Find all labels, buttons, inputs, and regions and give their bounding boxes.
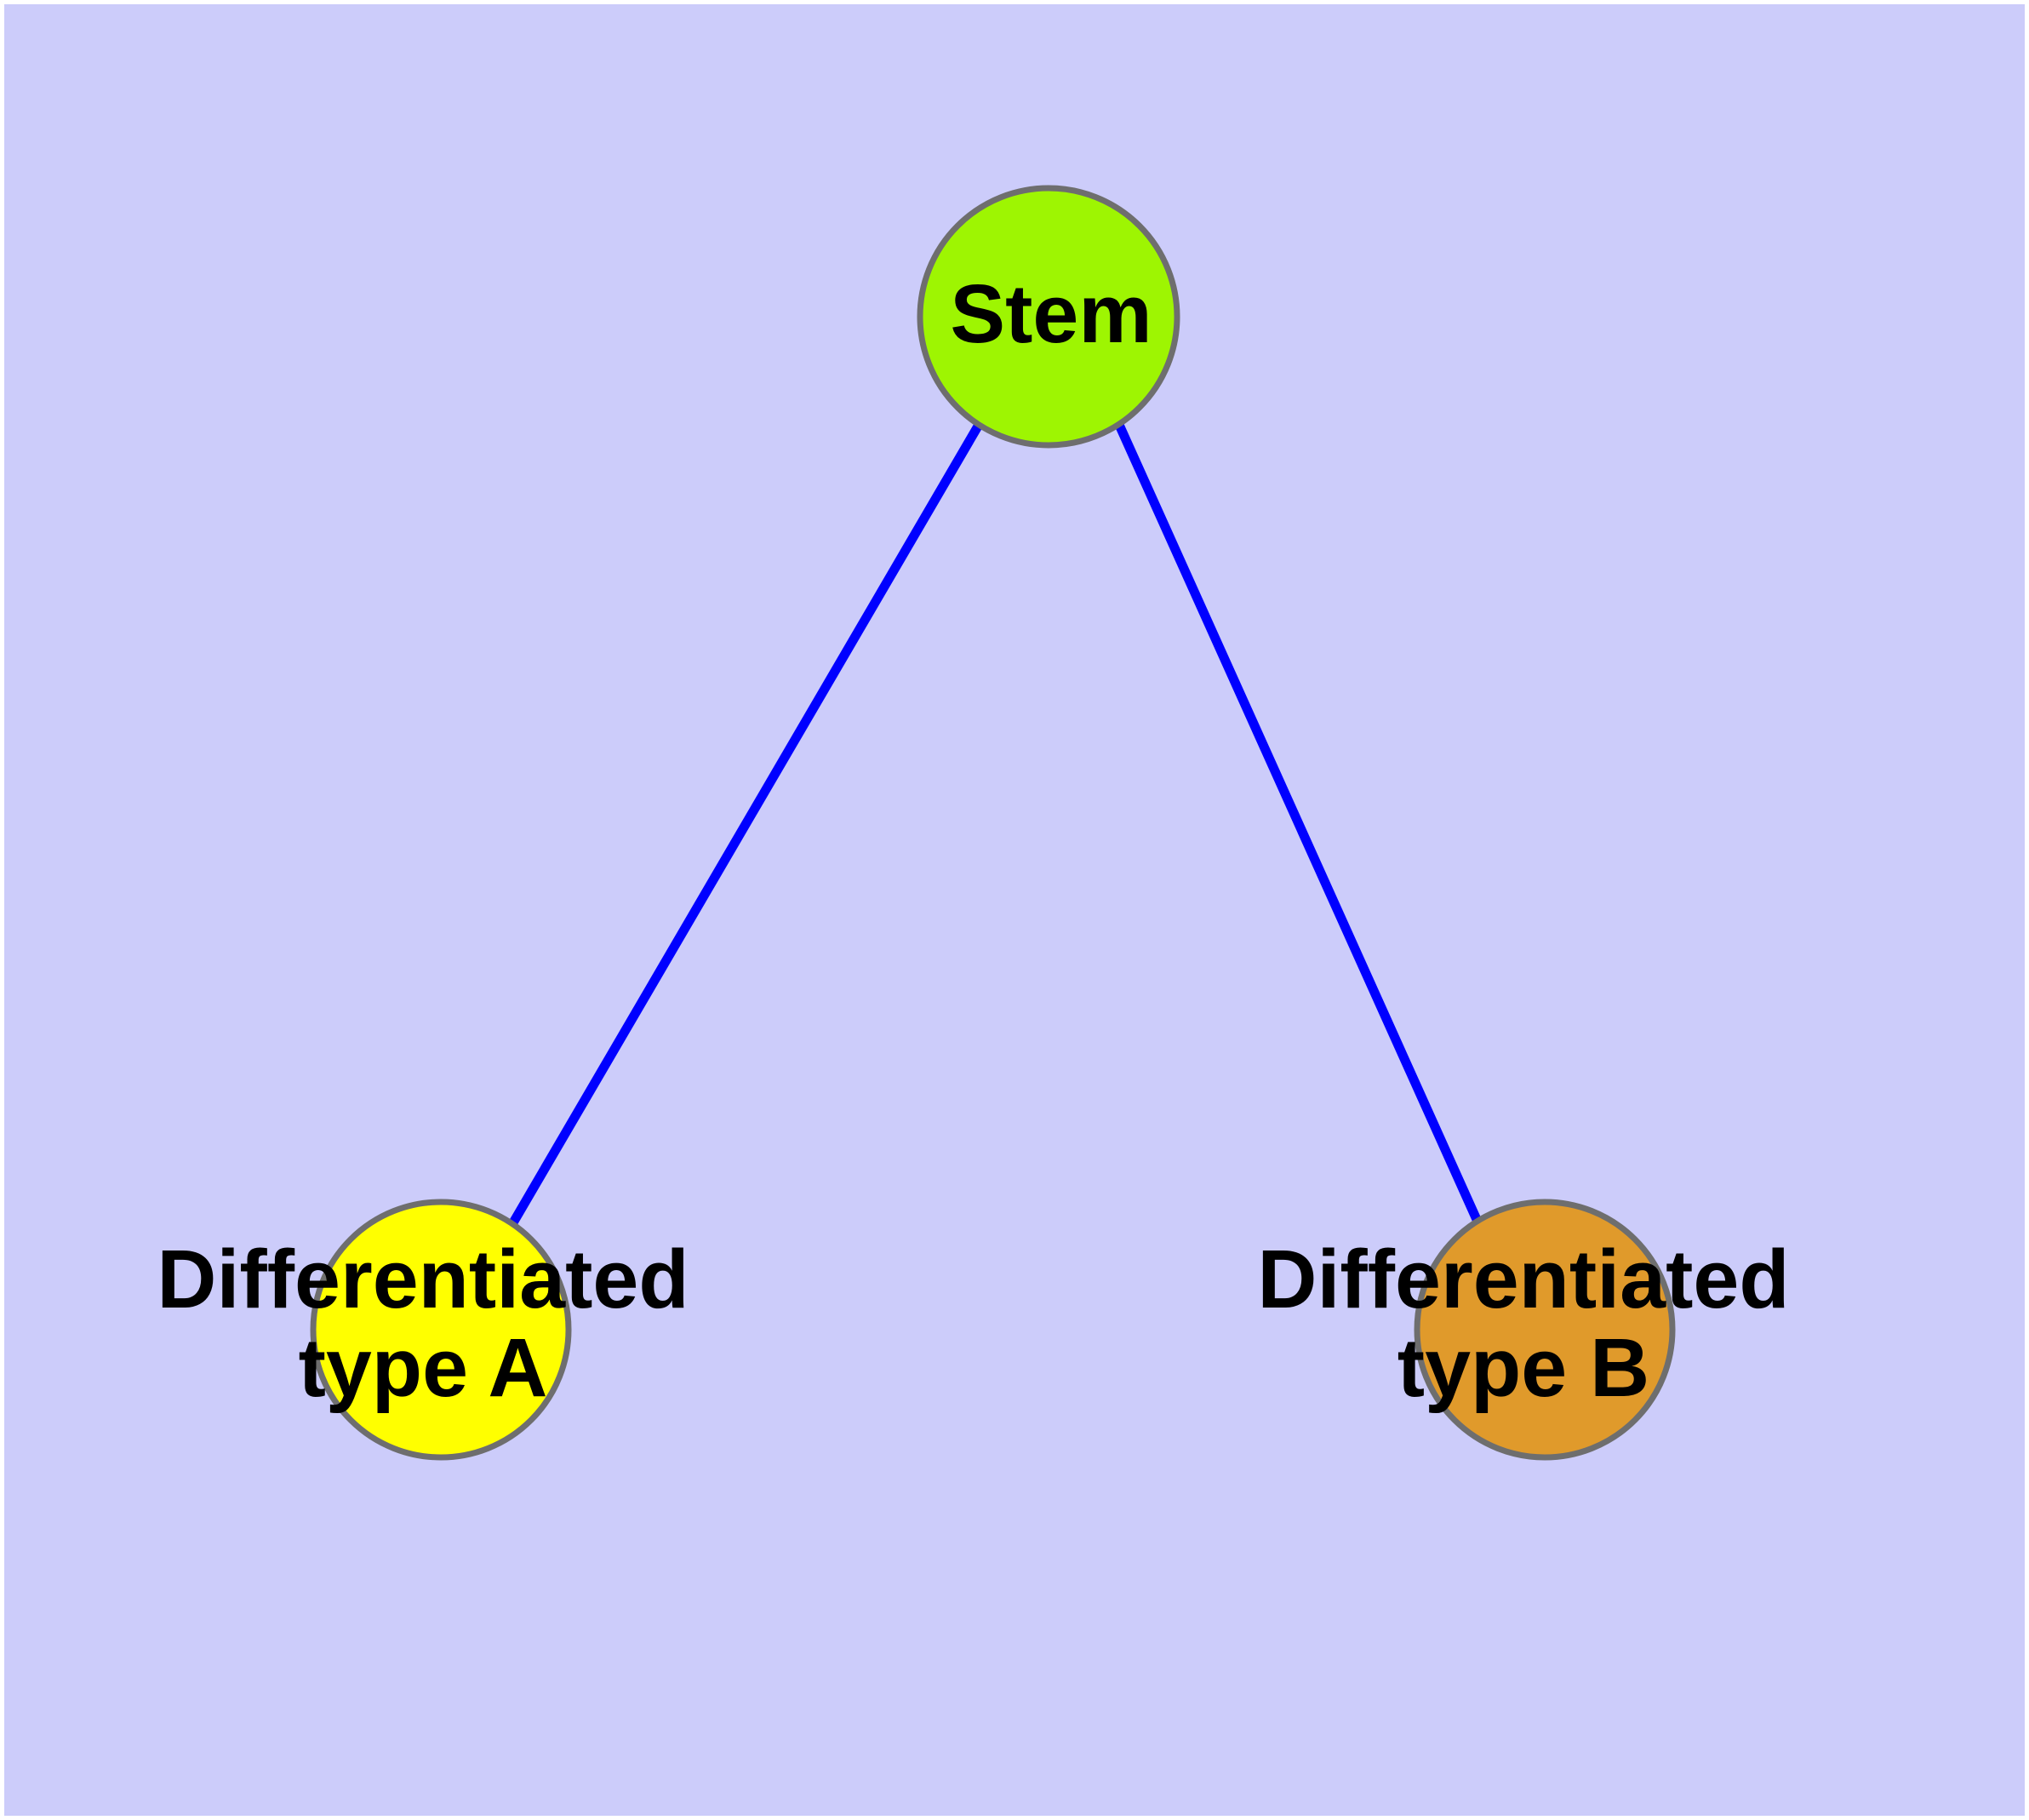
nodes-layer xyxy=(310,185,1676,1461)
node-label-line: type A xyxy=(299,1321,548,1414)
edges-layer xyxy=(508,422,1483,1227)
edge-stem-to-diff-b xyxy=(1114,422,1483,1226)
node-circle-diff-b[interactable] xyxy=(1414,1199,1676,1461)
node-label-line: Stem xyxy=(950,267,1152,360)
node-circle-diff-a[interactable] xyxy=(310,1199,572,1461)
node-label-line: type B xyxy=(1397,1321,1649,1414)
node-label-stem: Stem xyxy=(950,267,1152,360)
node-label-line: Differentiated xyxy=(1257,1233,1789,1325)
node-circle-stem[interactable] xyxy=(917,185,1180,449)
node-label-line: Differentiated xyxy=(157,1233,689,1325)
edge-stem-to-diff-a xyxy=(508,422,983,1227)
